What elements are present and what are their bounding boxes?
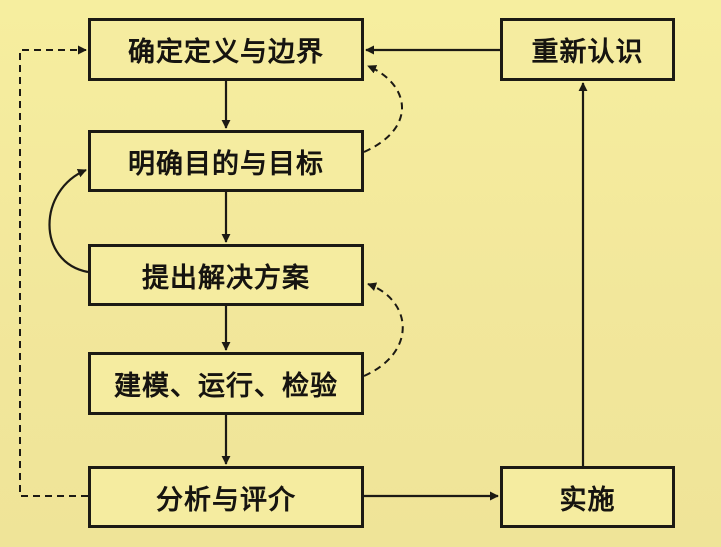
step-define-boundary: 确定定义与边界 xyxy=(88,18,364,81)
dashed-feedback-goals-to-define xyxy=(363,65,403,153)
step-propose-solutions: 提出解决方案 xyxy=(88,244,364,306)
step-implement-label: 实施 xyxy=(559,484,616,516)
step-propose-solutions-label: 提出解决方案 xyxy=(142,262,310,294)
step-clarify-goals-label: 明确目的与目标 xyxy=(128,148,324,180)
step-reknow: 重新认识 xyxy=(500,18,675,81)
curved-feedback-solutions-to-goals xyxy=(48,168,89,274)
dashed-loop-analyze-to-define xyxy=(19,45,88,497)
step-model-run-verify: 建模、运行、检验 xyxy=(88,352,364,415)
step-reknow-label: 重新认识 xyxy=(531,37,644,68)
step-implement: 实施 xyxy=(500,466,675,528)
step-model-run-verify-label: 建模、运行、检验 xyxy=(114,371,338,402)
step-analyze-evaluate-label: 分析与评介 xyxy=(156,484,296,516)
step-define-boundary-label: 确定定义与边界 xyxy=(128,37,324,68)
step-clarify-goals: 明确目的与目标 xyxy=(88,130,364,192)
dashed-feedback-model-to-solutions xyxy=(363,282,404,377)
step-analyze-evaluate: 分析与评介 xyxy=(88,466,364,528)
